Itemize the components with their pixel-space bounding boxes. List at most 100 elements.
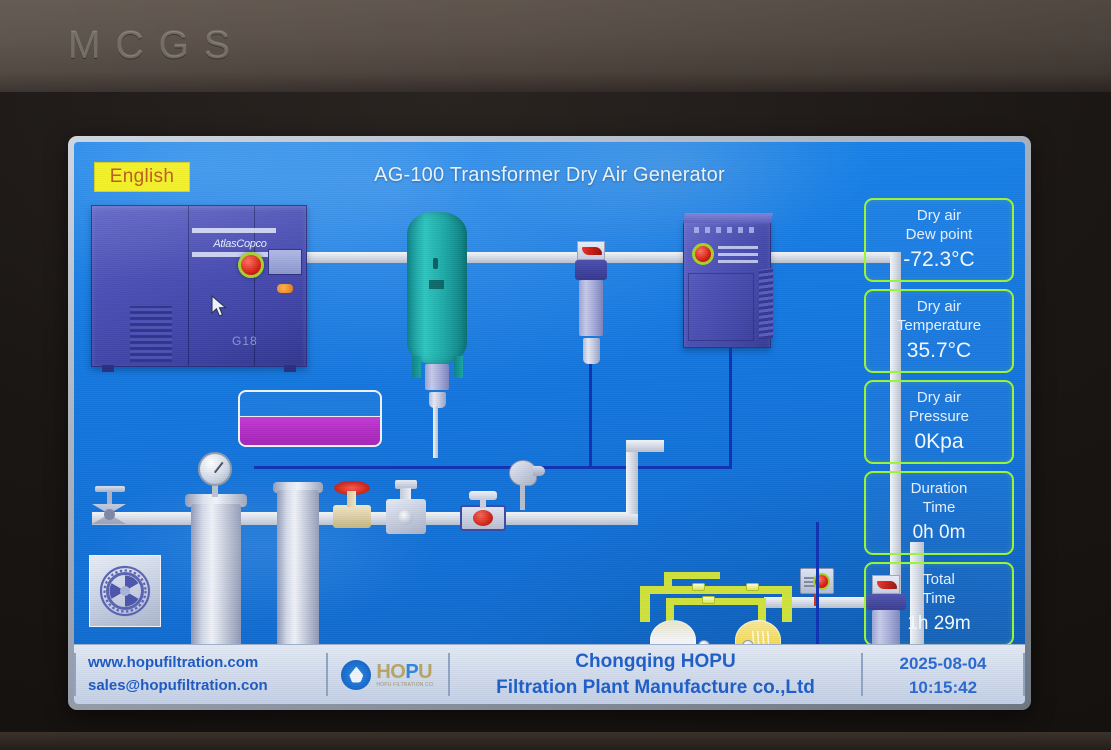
footer-website[interactable]: www.hopufiltration.com <box>88 654 259 671</box>
filter-vessel-2 <box>277 490 319 656</box>
mcgs-brand-logo: MCGS <box>68 24 245 67</box>
readout-total-label-1: Total <box>923 571 955 588</box>
hopu-logo-ho: HO <box>376 660 406 683</box>
refrigerated-air-dryer[interactable] <box>682 213 774 348</box>
hopu-logo-u: U <box>418 660 433 683</box>
hopu-logo-wordmark: HOPU <box>376 662 434 682</box>
pipe-mid-blue-run <box>254 466 732 469</box>
pipe-top-right <box>771 252 901 263</box>
butterfly-valve-inlet[interactable] <box>92 486 126 524</box>
pipe-dryer-down <box>729 348 732 466</box>
tower-top-manifold-left <box>640 586 650 622</box>
pressure-switch-port <box>533 466 545 476</box>
filter-vessel-1-cap <box>185 494 247 507</box>
readout-duration-time: Duration Time 0h 0m <box>864 471 1014 555</box>
dryer-label-stripes <box>718 245 758 263</box>
readout-total-value: 1h 29m <box>907 613 971 634</box>
readout-dew-point: Dry air Dew point -72.3°C <box>864 198 1014 282</box>
readout-temperature-label-2: Temperature <box>896 317 982 334</box>
drain-filter-body <box>425 364 449 390</box>
hmi-panel-frame: English AG-100 Transformer Dry Air Gener… <box>68 136 1031 710</box>
tower-top-manifold-right <box>782 586 792 622</box>
filter-1-bowl <box>582 338 600 364</box>
readout-duration-label-2: Time <box>922 499 956 516</box>
filter-vessel-2-cap <box>273 482 323 493</box>
pipe-right-down <box>890 252 901 607</box>
readout-pressure-label-2: Pressure <box>908 408 970 425</box>
regulator-knob <box>395 480 417 489</box>
tank-drain-filter <box>421 364 453 408</box>
readout-temperature-value: 35.7°C <box>906 339 972 362</box>
readout-pressure-label-1: Dry air <box>916 389 962 406</box>
footer-email[interactable]: sales@hopufiltration.con <box>88 677 268 694</box>
readout-dew-point-label-2: Dew point <box>905 226 973 243</box>
pipe-lower-riser <box>626 440 638 514</box>
ball-valve-stem <box>480 498 486 508</box>
filter-1-body <box>579 280 603 336</box>
gear-icon <box>99 565 151 617</box>
footer-divider <box>448 653 450 696</box>
pressure-gauge-icon <box>198 452 232 486</box>
outlet-filter-cap <box>866 594 906 610</box>
page-title: AG-100 Transformer Dry Air Generator <box>374 164 725 186</box>
inline-filter-1 <box>571 241 611 364</box>
pipe-right-bottom <box>764 597 901 608</box>
air-compressor-unit[interactable]: AtlasCopco G18 <box>91 205 307 372</box>
ball-valve-indicator-icon <box>473 510 493 526</box>
tower-top-valve-center[interactable] <box>702 596 715 604</box>
compressor-emergency-stop-icon <box>238 252 264 278</box>
compressor-panel-seam <box>188 206 189 366</box>
butterfly-valve-hub <box>104 509 115 520</box>
footer-contact-info: www.hopufiltration.com sales@hopufiltrat… <box>76 645 326 704</box>
tower-feed-tube-top <box>664 572 720 579</box>
readout-pressure-value: 0Kpa <box>914 430 964 453</box>
footer-divider <box>326 653 328 696</box>
tower-top-valve-right[interactable] <box>746 583 759 591</box>
tank-leg <box>454 356 463 378</box>
tower-top-valve-left[interactable] <box>692 583 705 591</box>
pressure-switch[interactable] <box>509 460 545 510</box>
drain-filter-bowl <box>428 392 446 408</box>
gate-valve-handwheel-icon <box>334 481 370 495</box>
readout-panel: Dry air Dew point -72.3°C Dry air Temper… <box>864 198 1014 646</box>
dryer-access-door <box>688 273 754 341</box>
regulator-dial-icon <box>398 510 413 525</box>
tower-top-inner-right <box>758 598 766 622</box>
level-indicator-fill <box>240 415 380 445</box>
tower-top-crossbar <box>640 586 792 594</box>
readout-dew-point-label-1: Dry air <box>916 207 962 224</box>
tower-top-inner-left <box>666 598 674 622</box>
settings-gear-button[interactable] <box>89 555 161 627</box>
filter-brand-logo-icon <box>577 241 605 260</box>
compressor-status-led-icon <box>277 284 293 293</box>
footer-divider <box>1023 653 1025 696</box>
tank-leg <box>412 356 421 378</box>
tower-feed-tube <box>664 572 672 590</box>
device-bezel-top <box>0 0 1111 96</box>
dryer-top-cover <box>682 213 774 223</box>
gauge-stem <box>212 483 218 497</box>
gate-valve-body <box>333 505 371 528</box>
compressor-foot <box>284 365 296 372</box>
readout-total-label-2: Time <box>922 590 956 607</box>
ball-valve-main[interactable] <box>460 491 506 531</box>
readout-temperature: Dry air Temperature 35.7°C <box>864 289 1014 373</box>
compressor-model-label: G18 <box>232 334 258 348</box>
readout-temperature-label-1: Dry air <box>916 298 962 315</box>
readout-duration-label-1: Duration <box>910 480 968 497</box>
footer-bar: www.hopufiltration.com sales@hopufiltrat… <box>74 644 1025 704</box>
language-toggle-button[interactable]: English <box>94 162 190 192</box>
pipe-tank-down <box>433 406 438 458</box>
outlet-filter-brand-logo-icon <box>872 575 900 594</box>
footer-divider <box>74 653 76 696</box>
footer-date: 2025-08-04 <box>899 654 987 673</box>
gate-valve-red[interactable] <box>333 481 371 528</box>
filter-1-cap <box>575 260 607 280</box>
pressure-regulator[interactable] <box>386 480 426 534</box>
pressure-switch-stem <box>520 484 525 510</box>
pipe-top-main <box>307 252 807 263</box>
hopu-logo-tagline: HOPU FILTRATION CO. <box>376 681 435 688</box>
compressor-panel-seam-2 <box>254 206 255 366</box>
compressor-controller-display <box>268 249 302 275</box>
hopu-logo-text: HOPU HOPU FILTRATION CO. <box>376 662 434 688</box>
